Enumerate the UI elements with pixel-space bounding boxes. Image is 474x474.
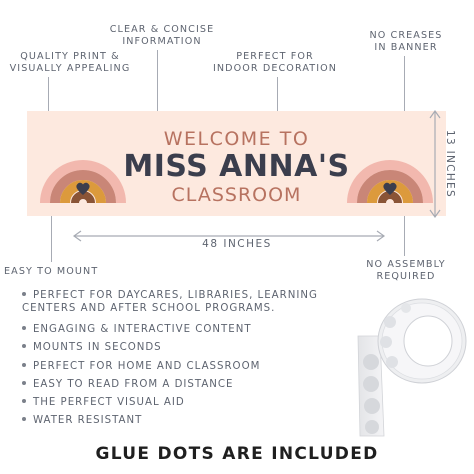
feature-item: PERFECT FOR DAYCARES, LIBRARIES, LEARNIN… (22, 290, 318, 314)
feature-item: ENGAGING & INTERACTIVE CONTENT (22, 321, 372, 339)
callout-no-assembly: NO ASSEMBLY REQUIRED (366, 259, 446, 282)
bullet-icon (22, 380, 26, 385)
leader-line-quality (48, 77, 49, 111)
feature-item: EASY TO READ FROM A DISTANCE (22, 376, 372, 394)
callout-easy-to-mount: EASY TO MOUNT (4, 266, 99, 277)
feature-item: PERFECT FOR HOME AND CLASSROOM (22, 358, 372, 376)
callout-indoor-decoration: PERFECT FOR INDOOR DECORATION (212, 51, 338, 74)
banner-name-text: MISS ANNA'S (123, 149, 350, 184)
bullet-icon (22, 417, 26, 422)
bullet-icon (22, 362, 26, 367)
feature-item: THE PERFECT VISUAL AID (22, 394, 372, 412)
rainbow-heart-left-icon (40, 160, 126, 203)
bullet-icon (22, 399, 26, 404)
bullet-icon (22, 326, 26, 330)
feature-list: PERFECT FOR DAYCARES, LIBRARIES, LEARNIN… (22, 290, 372, 431)
leader-line-clear (157, 50, 158, 111)
rainbow-heart-right-icon (347, 160, 433, 203)
banner-classroom-text: CLASSROOM (171, 184, 302, 206)
leader-line-indoor (277, 77, 278, 111)
callout-clear-concise: CLEAR & CONCISE INFORMATION (109, 24, 215, 47)
bullet-icon (22, 292, 26, 296)
leader-line-creases (404, 56, 405, 111)
width-dimension-label: 48 INCHES (202, 238, 272, 250)
bullet-icon (22, 344, 26, 349)
height-dimension-label: 13 INCHES (444, 130, 456, 198)
leader-line-mount (51, 216, 52, 262)
feature-item: MOUNTS IN SECONDS (22, 339, 372, 357)
classroom-banner: WELCOME TO MISS ANNA'S CLASSROOM (27, 111, 446, 216)
height-dimension-arrow (429, 109, 441, 219)
width-dimension-arrow (72, 230, 386, 242)
banner-welcome-text: WELCOME TO (163, 128, 310, 150)
glue-dots-roll-icon (357, 298, 467, 437)
leader-line-assembly (404, 216, 405, 256)
footer-glue-dots-text: GLUE DOTS ARE INCLUDED (95, 444, 379, 464)
callout-quality-print: QUALITY PRINT & VISUALLY APPEALING (9, 51, 131, 74)
callout-no-creases: NO CREASES IN BANNER (369, 30, 443, 53)
feature-item: WATER RESISTANT (22, 412, 372, 430)
